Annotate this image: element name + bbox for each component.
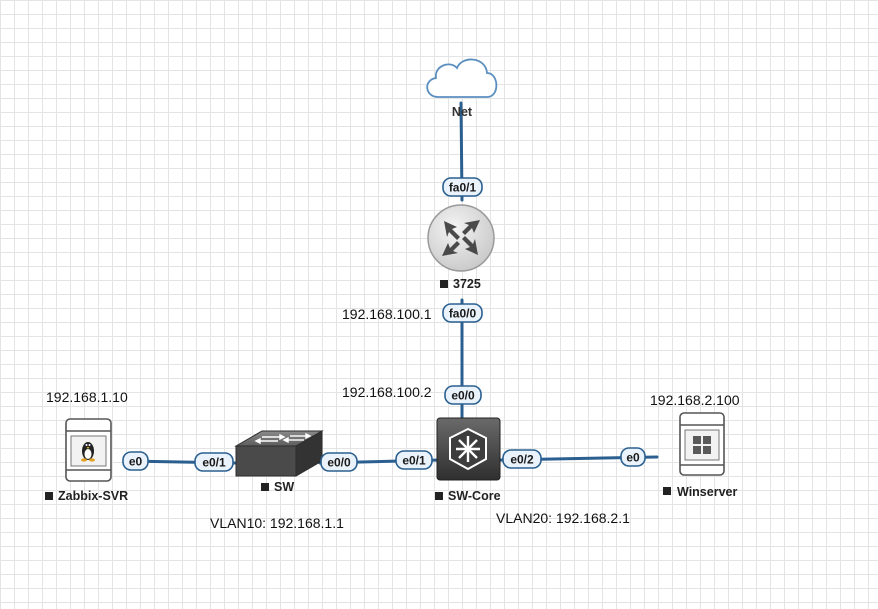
port-label-core-e02[interactable]: e0/2 bbox=[502, 449, 542, 469]
svg-text:e0: e0 bbox=[626, 451, 640, 465]
cloud-node-net[interactable]: Net bbox=[426, 58, 498, 119]
node-label-3725: 3725 bbox=[453, 277, 481, 291]
node-label-winserver: Winserver bbox=[677, 485, 737, 499]
svg-text:fa0/0: fa0/0 bbox=[449, 307, 477, 321]
node-label-sw-core: SW-Core bbox=[448, 489, 501, 503]
vlan10-label: VLAN10: 192.168.1.1 bbox=[210, 515, 344, 531]
router-icon bbox=[427, 204, 495, 272]
svg-text:e0: e0 bbox=[129, 455, 143, 469]
svg-text:e0/0: e0/0 bbox=[451, 389, 475, 403]
router-node-3725[interactable]: 3725 bbox=[427, 204, 495, 291]
status-square-icon bbox=[440, 280, 448, 288]
status-square-icon bbox=[663, 487, 671, 495]
status-square-icon bbox=[45, 492, 53, 500]
vlan20-label: VLAN20: 192.168.2.1 bbox=[496, 510, 630, 526]
status-square-icon bbox=[435, 492, 443, 500]
port-label-router-fa01[interactable]: fa0/1 bbox=[442, 177, 483, 197]
ip-label-router: 192.168.100.1 bbox=[342, 306, 432, 322]
svg-text:e0/1: e0/1 bbox=[202, 456, 226, 470]
port-label-winserver-e0[interactable]: e0 bbox=[620, 447, 646, 467]
svg-text:fa0/1: fa0/1 bbox=[449, 181, 477, 195]
ip-label-winserver: 192.168.2.100 bbox=[650, 392, 740, 408]
svg-text:e0/0: e0/0 bbox=[327, 456, 351, 470]
tux-icon bbox=[81, 442, 95, 462]
port-label-router-fa00[interactable]: fa0/0 bbox=[442, 303, 483, 323]
port-label-core-e01[interactable]: e0/1 bbox=[395, 450, 433, 470]
node-label-net: Net bbox=[452, 105, 473, 119]
windows-logo-icon bbox=[693, 436, 711, 454]
port-label-zabbix-e0[interactable]: e0 bbox=[122, 451, 149, 471]
node-label-sw: SW bbox=[274, 480, 294, 494]
port-label-sw-e01[interactable]: e0/1 bbox=[194, 452, 234, 472]
host-node-winserver[interactable]: Winserver bbox=[663, 412, 737, 499]
host-node-zabbix-svr[interactable]: Zabbix-SVR bbox=[45, 418, 128, 503]
switch-node-sw-core[interactable]: SW-Core bbox=[435, 417, 501, 503]
switch-icon bbox=[234, 430, 324, 477]
svg-text:e0/1: e0/1 bbox=[402, 454, 426, 468]
windows-server-icon bbox=[679, 412, 725, 476]
port-label-core-e00[interactable]: e0/0 bbox=[444, 385, 482, 405]
ip-label-zabbix: 192.168.1.10 bbox=[46, 389, 128, 405]
node-label-zabbix-svr: Zabbix-SVR bbox=[58, 489, 128, 503]
cloud-icon bbox=[426, 58, 498, 98]
svg-text:e0/2: e0/2 bbox=[510, 453, 534, 467]
router-arrows-icon bbox=[442, 220, 480, 256]
status-square-icon bbox=[261, 483, 269, 491]
port-label-sw-e00[interactable]: e0/0 bbox=[320, 452, 358, 472]
ip-label-sw-core: 192.168.100.2 bbox=[342, 384, 432, 400]
switch-node-sw[interactable]: SW bbox=[234, 430, 324, 494]
multilayer-arrows-icon bbox=[449, 427, 487, 471]
